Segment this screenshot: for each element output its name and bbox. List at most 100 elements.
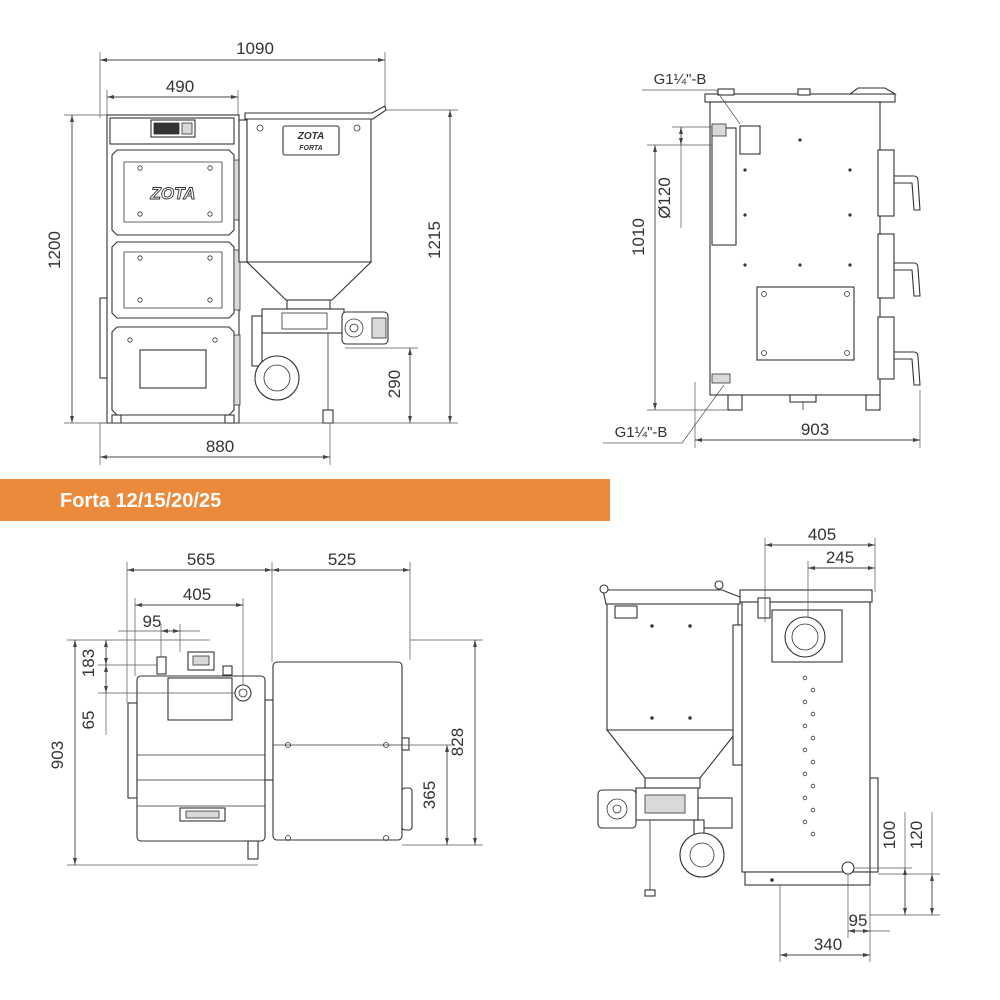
flue-outlet [784,616,826,658]
fan-rotor [263,364,291,392]
side-boiler [704,87,921,411]
top-dimensions: 565 525 405 95 183 65 903 [48,550,483,866]
dim-flue-diameter: Ø120 [655,177,674,219]
side-flap-left [127,702,138,799]
dim-connection-offset: 95 [143,612,162,631]
top-connection [711,123,727,137]
display-button [181,122,193,135]
hopper-lid [244,105,387,120]
bottom-connection-label: G1¼"-B [615,424,668,441]
boiler-leg [865,394,881,411]
lid-hinge [383,742,389,748]
panel-screw [844,291,850,297]
feeder-inner [281,312,328,330]
door-screw [207,165,213,171]
front-dimensions: 1090 490 1200 1215 290 880 [45,39,458,465]
burner-neck [286,299,331,310]
flue-pipe [711,127,737,246]
door-screw [137,297,143,303]
motor-gear [349,323,359,333]
door-screw [207,297,213,303]
rear-burner [597,777,733,897]
boiler-leg [224,414,235,424]
top-boiler [127,651,274,860]
motor-gear [344,318,364,338]
hopper-rivet [688,716,692,720]
hopper-body [272,661,403,841]
hopper-body [606,603,739,731]
door-screw [137,165,143,171]
hopper-clip [401,737,410,751]
dim-flue-front-offset: 65 [79,711,98,730]
burner-foot [322,409,334,424]
door-screw [212,337,218,343]
hopper-bracket [732,624,743,766]
lid-hinge [599,584,609,594]
boiler-door-middle [111,241,235,319]
door-screw [137,211,143,217]
top-fitting [797,88,811,96]
motor-gear [612,804,622,814]
body-rivet [798,138,802,142]
front-boiler: ZOTA [99,114,241,424]
top-view: 565 525 405 95 183 65 903 [48,550,483,866]
panel-screw [761,350,767,356]
side-view: G1¼"-B Ø120 1010 903 G1¼"-B [603,71,921,448]
boiler-leg [111,414,122,424]
fan-housing [679,832,725,878]
lid-bolt [256,124,264,132]
door-screw [207,211,213,217]
door-handle [893,262,921,297]
sensor-box [739,125,761,155]
door-hinge [233,249,241,311]
top-cover-edge [848,87,897,95]
door-screw [207,255,213,261]
leader-line [642,89,741,125]
drain-connection [841,861,855,875]
door-screw [127,337,133,343]
rear-view: 405 245 100 120 95 340 [597,525,940,962]
flue-outlet-inner [238,688,248,698]
banner-title: Forta 12/15/20/25 [60,490,221,512]
leader-line [603,384,725,444]
dim-drain-offset: 95 [849,911,868,930]
control-box-detail [192,655,210,666]
hopper-label [614,605,638,619]
fan-housing [254,355,300,401]
dim-boiler-depth: 565 [187,550,215,569]
display-screen [153,122,180,135]
top-plate [167,677,233,721]
side-door-middle [877,233,895,299]
body-rivet [743,263,747,267]
top-fitting [717,88,735,96]
side-door-lower [877,316,895,380]
lid-hinge [285,742,291,748]
side-door-upper [877,149,895,217]
dim-overall-width: 903 [48,741,67,769]
dim-hopper-width: 828 [448,728,467,756]
dim-drain-height: 120 [907,821,926,849]
top-hopper [272,661,413,841]
dim-boiler-width: 490 [166,77,194,96]
door-upper-relief [123,161,223,223]
door-lower-window [139,349,207,389]
dim-overall-width: 1090 [236,39,274,58]
hopper-rivet [688,624,692,628]
boiler-leg [727,394,743,411]
burner-motor [597,789,637,829]
body-rivet [798,263,802,267]
base-rivet [770,878,774,882]
title-banner: Forta 12/15/20/25 [0,479,610,521]
hopper-rivet [650,716,654,720]
side-flap-right [264,699,274,781]
top-connection [156,656,167,675]
adjustable-foot [789,394,817,403]
air-tube [251,315,263,367]
body-rivet [848,263,852,267]
burner-neck [644,777,701,789]
panel-screw [844,350,850,356]
bottom-connection [711,373,731,384]
hopper-bracket [401,787,413,831]
hopper-bolt [383,835,389,841]
